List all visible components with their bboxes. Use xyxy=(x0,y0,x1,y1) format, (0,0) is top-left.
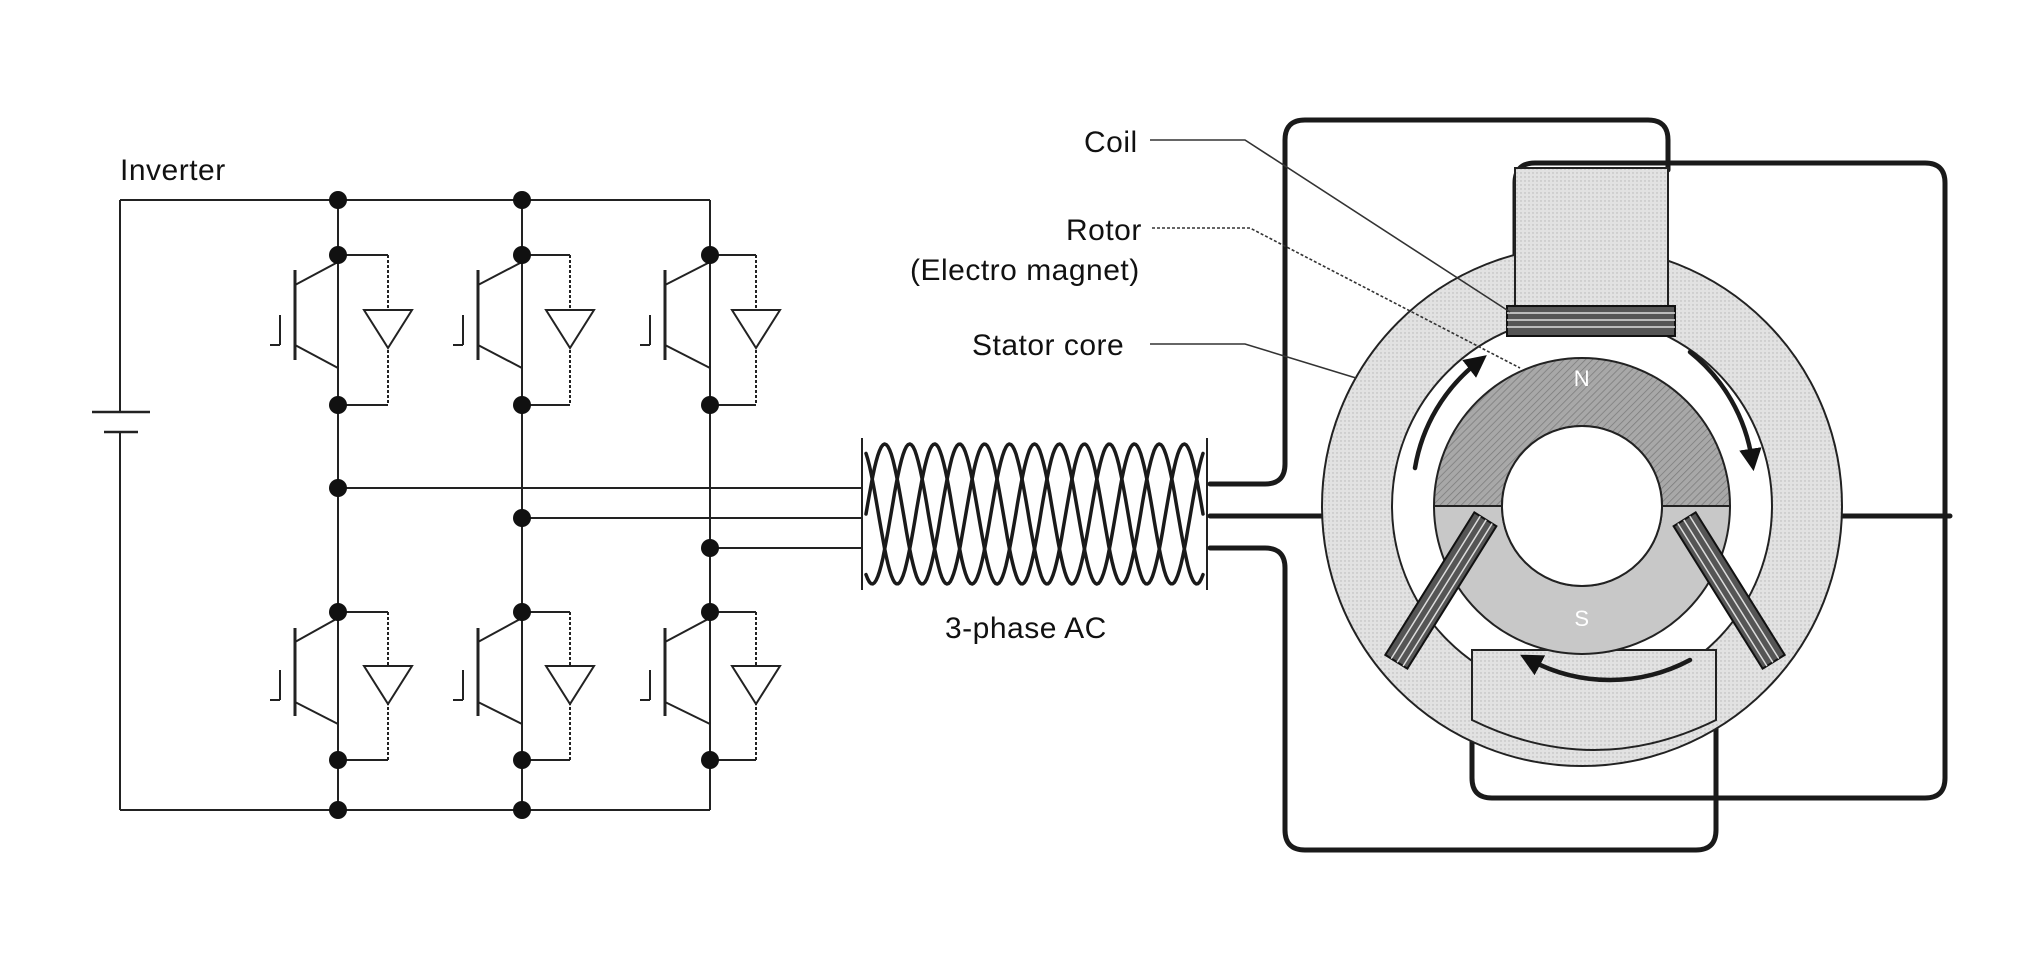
transistor-lower-3 xyxy=(640,611,782,761)
inverter-circuit: Inverter xyxy=(92,154,862,819)
coil-right xyxy=(1672,511,1787,671)
rotor-sublabel: (Electro magnet) xyxy=(910,254,1140,287)
transistor-lower-2 xyxy=(453,611,596,761)
rotor-label: Rotor xyxy=(1066,214,1142,247)
stator-core-label: Stator core xyxy=(972,329,1124,362)
transistor-lower-1 xyxy=(270,611,414,761)
rotation-arrows xyxy=(1412,349,1762,683)
inverter-label: Inverter xyxy=(120,154,226,187)
dc-battery xyxy=(92,199,710,811)
coil-left xyxy=(1383,511,1498,671)
rotor: N S xyxy=(1432,357,1732,655)
phase-output-lines xyxy=(338,487,862,549)
coil-top xyxy=(1506,305,1676,337)
junction-dots xyxy=(329,191,719,819)
transistor-upper-2 xyxy=(453,254,596,406)
coil-label: Coil xyxy=(1084,126,1138,159)
transistor-upper-1 xyxy=(270,254,414,406)
south-pole-label: S xyxy=(1574,606,1589,631)
motor: N S xyxy=(1207,117,1953,853)
north-pole-label: N xyxy=(1574,366,1590,391)
three-phase-ac-label: 3-phase AC xyxy=(945,612,1107,645)
three-phase-waveform: 3-phase AC xyxy=(861,438,1208,645)
transistor-upper-3 xyxy=(640,254,782,406)
callouts: Coil Rotor (Electro magnet) Stator core xyxy=(910,126,1521,379)
